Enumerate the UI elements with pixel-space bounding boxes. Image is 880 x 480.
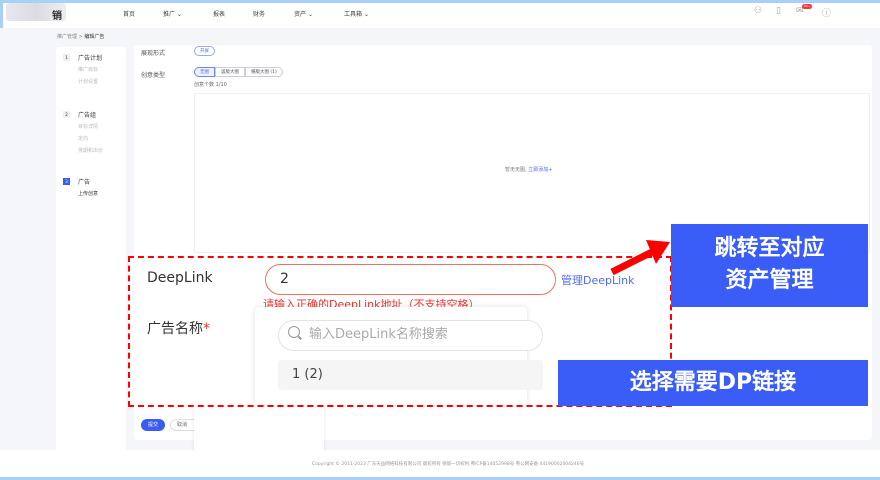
add-now-link[interactable]: 立即添加+	[528, 167, 553, 173]
display-label: 展现形式	[141, 50, 166, 57]
creative-empty-area	[194, 93, 870, 253]
mail-icon[interactable]: ✉	[796, 6, 804, 16]
step-sub[interactable]: 目标详情	[78, 124, 99, 130]
nav-assets[interactable]: 资产 ⌄	[294, 9, 313, 18]
logo	[6, 3, 66, 21]
step-sub[interactable]: 计划设置	[78, 79, 99, 85]
step-2[interactable]: 2 广告组 目标详情 定向 排期和出价	[63, 110, 103, 154]
submit-button[interactable]: 提交	[141, 419, 165, 431]
step-title: 广告组	[78, 112, 97, 119]
chevron-down-icon: ⌄	[363, 11, 369, 18]
manage-deeplink-link[interactable]: 管理DeepLink	[561, 274, 635, 287]
creative-type-label: 创意类型	[141, 72, 166, 79]
nav-reports[interactable]: 报表	[213, 11, 226, 18]
step-3[interactable]: 3 广告 上传创意	[63, 177, 98, 197]
nav-label: 推广	[163, 11, 176, 18]
empty-state: 暂无无图, 立即添加+	[505, 166, 552, 173]
nav-finance[interactable]: 财务	[253, 11, 266, 18]
creative-type-option[interactable]: 竖版大图	[215, 67, 245, 77]
step-sub[interactable]: 上传创意	[78, 191, 99, 197]
creative-type-option[interactable]: 横版大图 (1)	[245, 67, 283, 77]
creative-count: 创意个数 1/10	[194, 82, 227, 88]
deeplink-search-input[interactable]: 输入DeepLink名称搜索	[278, 320, 543, 351]
step-sub[interactable]: 定向	[78, 136, 89, 142]
footer	[0, 450, 880, 477]
nav-promote[interactable]: 推广 ⌄	[163, 9, 182, 18]
notification-badge: 99+	[802, 4, 813, 9]
deeplink-input[interactable]: 2	[265, 264, 556, 295]
search-icon	[288, 326, 300, 338]
empty-text: 暂无无图,	[505, 167, 527, 173]
nav-home[interactable]: 首页	[123, 11, 136, 18]
required-mark: *	[203, 321, 210, 337]
step-number: 2	[63, 111, 70, 118]
creative-type-option[interactable]: 无图	[194, 67, 215, 77]
nav-label: 工具箱	[344, 11, 363, 18]
step-title: 广告计划	[78, 55, 103, 62]
chevron-down-icon: ⌄	[176, 11, 182, 18]
ad-name-label-text: 广告名称	[147, 321, 203, 337]
nav-toolbox[interactable]: 工具箱 ⌄	[344, 9, 369, 18]
nav-label: 资产	[294, 11, 307, 18]
chevron-down-icon: ⌄	[307, 11, 313, 18]
copyright: Copyright © 2011-2023 广东天益网络科技有限公司 版权所有 …	[312, 462, 585, 467]
display-option[interactable]: 开屏	[194, 46, 215, 56]
steps-panel	[56, 47, 126, 451]
ad-name-label: 广告名称*	[147, 318, 210, 338]
users-icon[interactable]: ⚇	[754, 6, 763, 16]
deeplink-option[interactable]: 1 (2)	[278, 360, 543, 390]
breadcrumb: 推广管理 > 编辑广告	[57, 34, 105, 40]
step-sub[interactable]: 排期和出价	[78, 148, 104, 154]
cancel-button[interactable]: 取消	[170, 419, 200, 431]
document-icon[interactable]: ▯	[776, 6, 781, 16]
deeplink-error: 请输入正确的DeepLink地址（不支持空格）	[263, 298, 480, 307]
step-number: 3	[63, 178, 70, 185]
breadcrumb-link[interactable]: 推广管理	[57, 34, 78, 40]
step-title: 广告	[78, 179, 91, 186]
frame-border	[0, 477, 880, 480]
annotation-arrow-icon	[610, 240, 670, 276]
breadcrumb-current: 编辑广告	[84, 34, 105, 40]
step-number: 1	[63, 54, 70, 61]
deeplink-label: DeepLink	[147, 270, 213, 286]
step-1[interactable]: 1 广告计划 推广目标 计划设置	[63, 53, 102, 85]
logo-text: 销	[52, 11, 62, 22]
callout-select-dp-link: 选择需要DP链接	[558, 360, 868, 406]
help-icon[interactable]: ⓘ	[822, 9, 832, 19]
step-sub[interactable]: 推广目标	[78, 67, 99, 73]
top-nav-bar	[0, 0, 880, 28]
callout-jump-to-assets: 跳转至对应 资产管理	[671, 224, 868, 307]
creative-type-tabs: 无图 竖版大图 横版大图 (1)	[194, 67, 283, 77]
